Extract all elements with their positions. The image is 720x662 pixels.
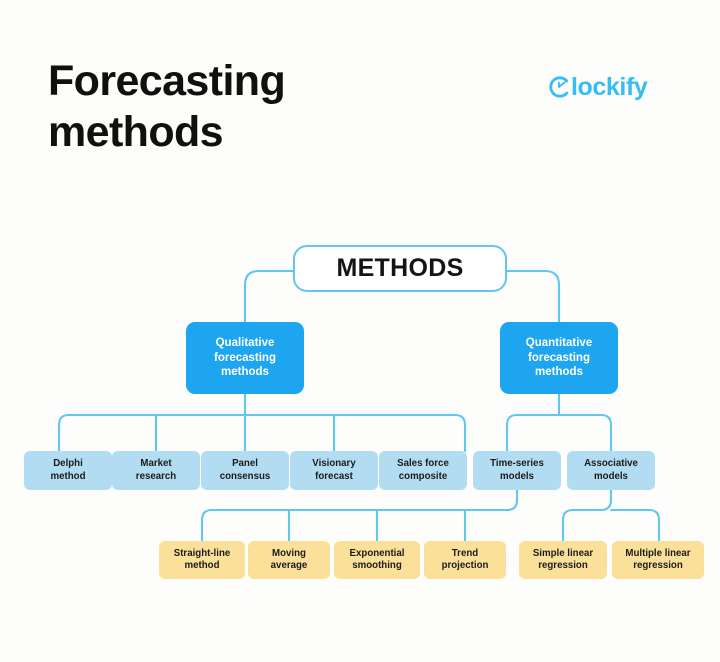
node-straight-line-method[interactable]: Straight-line method [159, 541, 245, 579]
edge-associative-bus-right [609, 508, 661, 543]
clockify-c-clock-icon [549, 76, 569, 98]
node-moving-average[interactable]: Moving average [248, 541, 330, 579]
edge-timeseries-bus [200, 488, 519, 543]
node-time-series-models[interactable]: Time-series models [473, 451, 561, 490]
node-sales-force-composite[interactable]: Sales force composite [379, 451, 467, 490]
node-multiple-linear-regression[interactable]: Multiple linear regression [612, 541, 704, 579]
node-delphi-method[interactable]: Delphi method [24, 451, 112, 490]
page-title: Forecasting methods [48, 57, 286, 156]
node-methods[interactable]: METHODS [293, 245, 507, 292]
node-quantitative-forecasting-methods[interactable]: Quantitative forecasting methods [500, 322, 618, 394]
node-market-research[interactable]: Market research [112, 451, 200, 490]
edge-quantitative-bus-left [505, 413, 529, 453]
node-qualitative-forecasting-methods[interactable]: Qualitative forecasting methods [186, 322, 304, 394]
edge-methods-to-qualitative [243, 269, 295, 324]
clockify-logo: lockify [548, 72, 648, 102]
edge-qualitative-bus-right [443, 413, 467, 453]
clockify-wordmark: lockify [571, 72, 648, 101]
node-exponential-smoothing[interactable]: Exponential smoothing [334, 541, 420, 579]
node-visionary-forecast[interactable]: Visionary forecast [290, 451, 378, 490]
edge-associative-bus-left [561, 488, 613, 543]
node-trend-projection[interactable]: Trend projection [424, 541, 506, 579]
edge-quantitative-bus-right [589, 413, 613, 453]
node-simple-linear-regression[interactable]: Simple linear regression [519, 541, 607, 579]
node-panel-consensus[interactable]: Panel consensus [201, 451, 289, 490]
node-associative-models[interactable]: Associative models [567, 451, 655, 490]
edge-qualitative-bus-left [57, 413, 81, 453]
edge-methods-to-quantitative [505, 269, 561, 324]
